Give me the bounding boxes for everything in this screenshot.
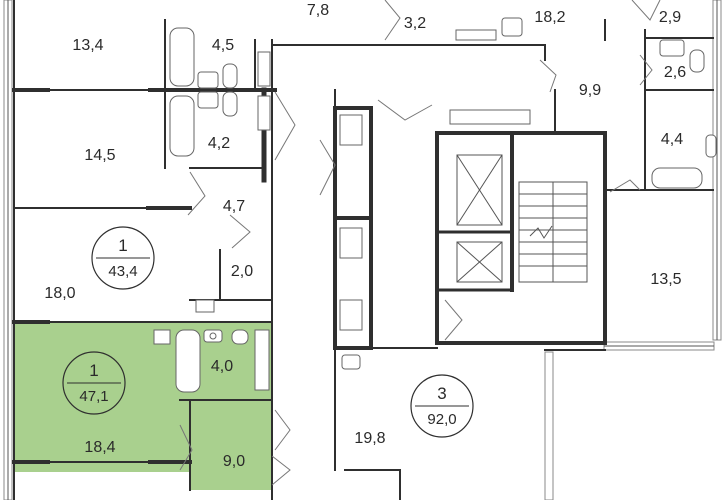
room-labels: 13,4 4,5 7,8 3,2 18,2 2,9 2,6 9,9 14,5 4… <box>44 2 686 470</box>
room-area-label: 9,9 <box>579 82 601 99</box>
room-area-label: 18,0 <box>44 285 75 302</box>
elevator-2 <box>456 241 503 283</box>
room-area-label: 18,4 <box>84 439 115 456</box>
room-area-label: 4,7 <box>223 198 245 215</box>
apartment-area: 43,4 <box>108 263 137 280</box>
doors <box>179 0 661 486</box>
room-area-label: 13,5 <box>650 271 681 288</box>
right-windows <box>544 0 722 500</box>
room-area-label: 7,8 <box>307 2 329 19</box>
room-area-label: 14,5 <box>84 147 115 164</box>
apartment-area: 92,0 <box>427 411 456 428</box>
apartment-room-count: 3 <box>437 384 446 403</box>
room-area-label: 18,2 <box>534 9 565 26</box>
room-area-label: 4,5 <box>212 37 234 54</box>
elevator-1 <box>456 154 503 226</box>
staircase <box>518 181 588 283</box>
apartment-badge[interactable]: 1 47,1 <box>62 351 126 415</box>
apartment-badge[interactable]: 3 92,0 <box>410 374 474 438</box>
room-area-label: 2,9 <box>659 9 681 26</box>
room-area-label: 9,0 <box>223 453 245 470</box>
room-area-label: 19,8 <box>354 430 385 447</box>
room-area-label: 3,2 <box>404 15 426 32</box>
room-area-label: 4,4 <box>661 131 683 148</box>
apartment-badge[interactable]: 1 43,4 <box>91 226 155 290</box>
apartment-room-count: 1 <box>89 361 98 380</box>
highlighted-apartment[interactable] <box>14 322 272 490</box>
room-area-label: 2,0 <box>231 263 253 280</box>
fixtures <box>153 17 717 393</box>
left-windows <box>3 0 13 500</box>
room-area-label: 13,4 <box>72 37 103 54</box>
apartment-area: 47,1 <box>79 388 108 405</box>
room-area-label: 4,2 <box>208 135 230 152</box>
apartment-room-count: 1 <box>118 236 127 255</box>
room-area-label: 4,0 <box>211 358 233 375</box>
room-area-label: 2,6 <box>664 64 686 81</box>
